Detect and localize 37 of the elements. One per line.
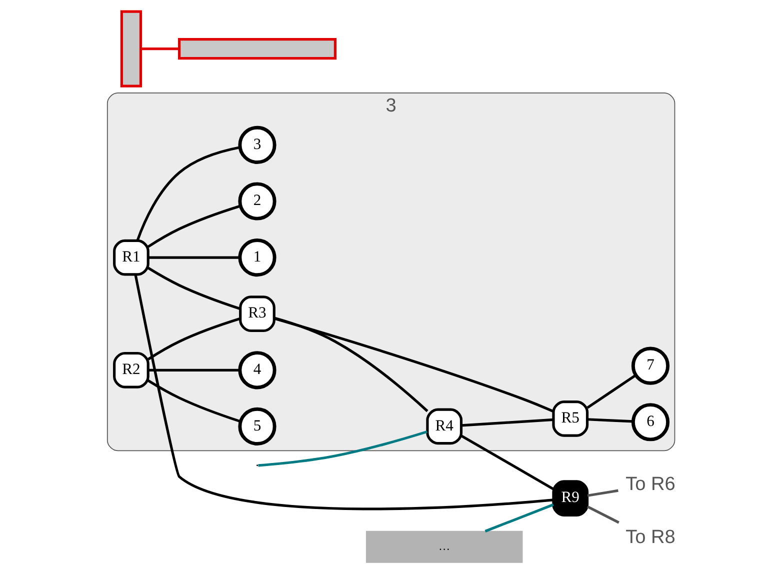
node-box: R1	[112, 239, 149, 276]
node-text: To R6	[625, 474, 675, 496]
connector	[586, 505, 619, 524]
connector	[586, 374, 636, 409]
connector	[274, 316, 428, 412]
connector	[484, 503, 554, 532]
connector	[148, 256, 240, 259]
node-circle: 4	[238, 351, 276, 390]
connector	[586, 418, 633, 423]
node-circle: 3	[238, 126, 276, 164]
node-text: To R8	[625, 527, 675, 548]
node-box: R3	[238, 296, 275, 332]
node-circle: 1	[238, 238, 276, 277]
connector	[148, 368, 240, 372]
connector	[258, 430, 428, 467]
connector	[460, 418, 553, 427]
connector	[147, 204, 240, 248]
connector	[147, 266, 240, 310]
node-box	[177, 38, 336, 60]
connector	[136, 146, 240, 241]
connector	[274, 317, 554, 413]
node-circle: 7	[630, 346, 670, 385]
node-box: R5	[552, 400, 588, 437]
node-box: R4	[426, 408, 462, 445]
node-box: R2	[112, 352, 149, 388]
connector	[147, 380, 240, 423]
node-circle: 2	[238, 182, 276, 220]
connector	[460, 434, 554, 490]
connector	[586, 489, 618, 497]
connector	[134, 274, 553, 510]
node-circle: 5	[238, 407, 276, 446]
connector	[140, 48, 179, 50]
node-circle: 6	[630, 403, 670, 442]
node-box: R9	[552, 480, 588, 517]
node-box	[120, 10, 142, 88]
node-box: …	[365, 530, 522, 563]
connector	[147, 317, 240, 360]
